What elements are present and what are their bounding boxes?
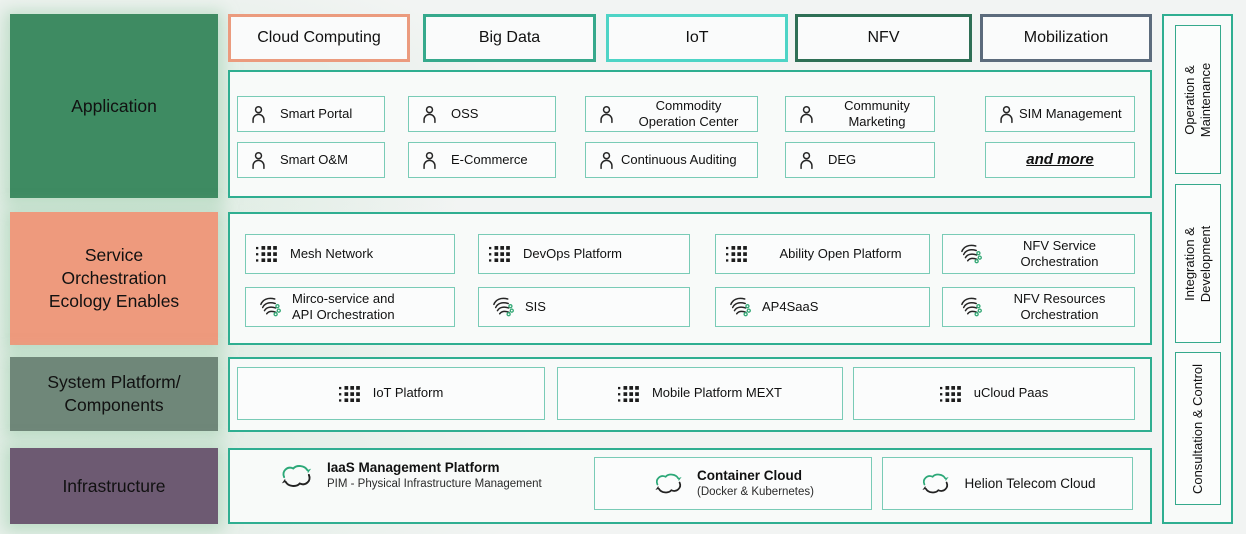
tech-box-cloud-computing: Cloud Computing	[228, 14, 410, 62]
section-infrastructure: IaaS Management Platform PIM - Physical …	[228, 448, 1152, 524]
infra-item-title: Container Cloud	[697, 467, 803, 483]
svc-item-nfv-service-orchestration: NFV Service Orchestration	[942, 234, 1135, 274]
infra-item-title: Helion Telecom Cloud	[964, 476, 1096, 491]
sys-item-label: uCloud Paas	[973, 385, 1049, 401]
svc-item-label: AP4SaaS	[762, 298, 819, 314]
rail-item-consultation-control: Consultation & Control	[1174, 352, 1221, 505]
svc-item-nfv-resources-orchestration: NFV Resources Orchestration	[942, 287, 1135, 327]
svc-item-sis: SIS	[478, 287, 690, 327]
person-icon	[996, 104, 1017, 125]
rail-item-operation-maintenance: Operation & Maintenance	[1174, 25, 1221, 174]
infra-item-subtitle: (Docker & Kubernetes)	[697, 485, 814, 498]
svc-item-mesh-network: Mesh Network	[245, 234, 455, 274]
svc-item-ability-open-platform: Ability Open Platform	[715, 234, 930, 274]
app-item-oss: OSS	[408, 96, 556, 132]
sys-item-iot-platform: IoT Platform	[237, 367, 545, 420]
app-item-label: Continuous Auditing	[621, 151, 737, 167]
tech-box-big-data: Big Data	[423, 14, 596, 62]
app-item-label: Smart O&M	[280, 151, 348, 167]
svc-item-label: NFV Resources Orchestration	[1013, 290, 1106, 322]
section-system-platform: IoT Platform Mobile Platform MEXT uCloud…	[228, 357, 1152, 432]
person-icon	[596, 104, 617, 125]
person-icon	[248, 104, 269, 125]
rail-item-label: Integration & Development	[1181, 225, 1213, 302]
cloud-cycle-icon	[652, 471, 685, 496]
tech-box-mobilization: Mobilization	[980, 14, 1152, 62]
rail-item-integration-development: Integration & Development	[1174, 184, 1221, 343]
infra-item-helion-telecom-cloud: Helion Telecom Cloud	[882, 457, 1133, 510]
person-icon	[596, 150, 617, 171]
sys-item-ucloud-paas: uCloud Paas	[853, 367, 1135, 420]
person-icon	[419, 150, 440, 171]
infra-item-container-cloud: Container Cloud (Docker & Kubernetes)	[594, 457, 872, 510]
app-item-e-commerce: E-Commerce	[408, 142, 556, 178]
svc-item-ap4saas: AP4SaaS	[715, 287, 930, 327]
svc-item-label: Mesh Network	[290, 245, 374, 261]
orchestration-icon	[957, 295, 982, 320]
orchestration-icon	[957, 242, 982, 267]
app-item-label: and more	[1026, 150, 1094, 168]
grid-icon	[489, 246, 512, 262]
app-item-label: Smart Portal	[280, 105, 353, 121]
sys-item-label: IoT Platform	[372, 385, 444, 401]
person-icon	[419, 104, 440, 125]
app-item-and-more: and more	[985, 142, 1135, 178]
tech-box-nfv: NFV	[795, 14, 972, 62]
person-icon	[796, 104, 817, 125]
infra-item-iaas-management: IaaS Management Platform PIM - Physical …	[278, 460, 542, 491]
svc-item-label: Ability Open Platform	[779, 245, 902, 261]
app-item-label: Community Marketing	[844, 97, 910, 129]
app-item-label: E-Commerce	[451, 151, 528, 167]
svc-item-label: DevOps Platform	[523, 245, 622, 261]
app-item-community-marketing: Community Marketing	[785, 96, 935, 132]
layer-label-system-platform: System Platform/ Components	[10, 357, 218, 431]
app-item-continuous-auditing: Continuous Auditing	[585, 142, 758, 178]
svc-item-devops-platform: DevOps Platform	[478, 234, 690, 274]
orchestration-icon	[726, 295, 751, 320]
right-rail: Operation & Maintenance Integration & De…	[1162, 14, 1233, 524]
person-icon	[248, 150, 269, 171]
orchestration-icon	[256, 295, 281, 320]
app-item-smart-om: Smart O&M	[237, 142, 385, 178]
section-application: Smart Portal OSS Commodity Operation Cen…	[228, 70, 1152, 198]
svc-item-label: NFV Service Orchestration	[1020, 237, 1099, 269]
app-item-smart-portal: Smart Portal	[237, 96, 385, 132]
app-item-commodity-operation-center: Commodity Operation Center	[585, 96, 758, 132]
app-item-label: DEG	[828, 151, 857, 167]
svc-item-label: SIS	[525, 298, 546, 314]
svc-item-label: Mirco-service and API Orchestration	[292, 290, 395, 322]
person-icon	[796, 150, 817, 171]
cloud-cycle-icon	[919, 471, 952, 496]
infra-item-subtitle: PIM - Physical Infrastructure Management	[327, 477, 542, 490]
grid-icon	[618, 386, 641, 402]
cloud-cycle-icon	[278, 462, 315, 490]
grid-icon	[726, 246, 749, 262]
app-item-label: OSS	[451, 105, 479, 121]
section-service-orchestration: Mesh Network DevOps Platform Ability Ope…	[228, 212, 1152, 345]
rail-item-label: Consultation & Control	[1189, 363, 1205, 494]
app-item-deg: DEG	[785, 142, 935, 178]
grid-icon	[256, 246, 279, 262]
sys-item-label: Mobile Platform MEXT	[651, 385, 783, 401]
grid-icon	[339, 386, 362, 402]
layer-label-service-orchestration: Service Orchestration Ecology Enables	[10, 212, 218, 345]
orchestration-icon	[489, 295, 514, 320]
infra-item-title: IaaS Management Platform	[327, 460, 500, 475]
svc-item-micro-service-api-orchestration: Mirco-service and API Orchestration	[245, 287, 455, 327]
sys-item-mobile-platform-mext: Mobile Platform MEXT	[557, 367, 843, 420]
app-item-label: Commodity Operation Center	[638, 97, 739, 129]
rail-item-label: Operation & Maintenance	[1181, 62, 1213, 137]
app-item-sim-management: SIM Management	[985, 96, 1135, 132]
tech-box-iot: IoT	[606, 14, 788, 62]
layer-label-application: Application	[10, 14, 218, 198]
app-item-label: SIM Management	[1019, 105, 1122, 121]
grid-icon	[940, 386, 963, 402]
layer-label-infrastructure: Infrastructure	[10, 448, 218, 524]
